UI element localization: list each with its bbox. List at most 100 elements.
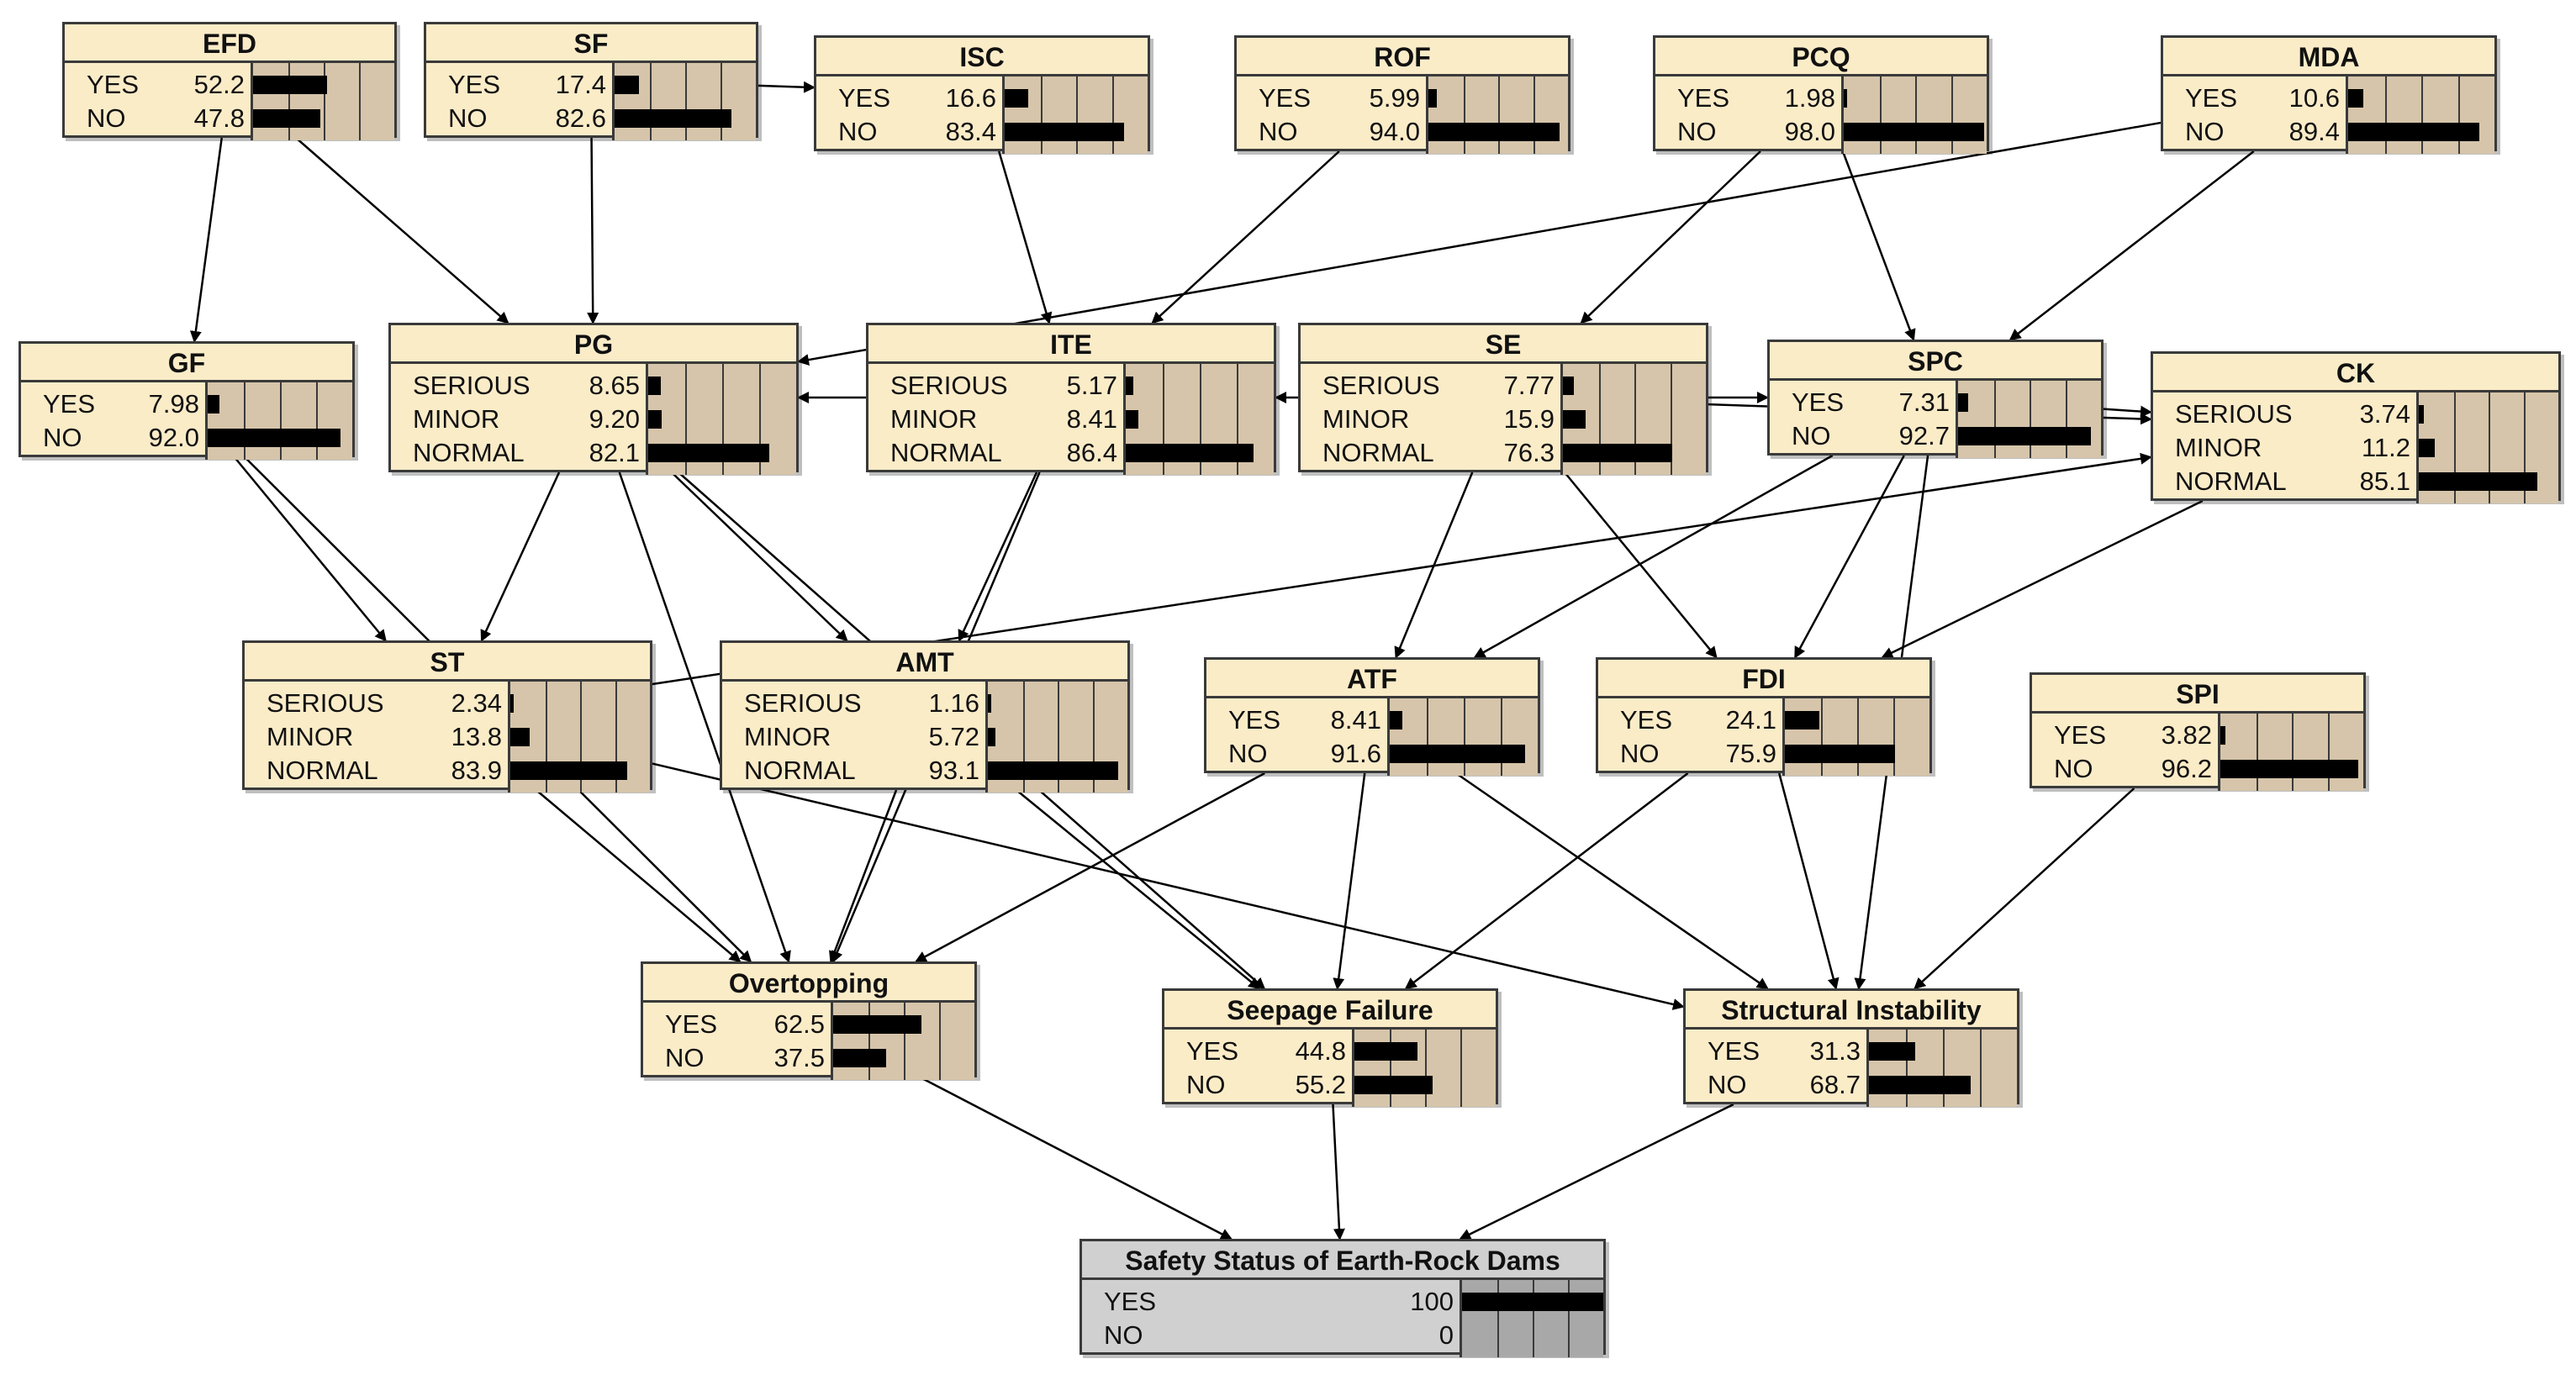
bar-gridline	[1893, 698, 1895, 776]
belief-bar-yes	[1390, 711, 1402, 730]
bar-gridline	[1076, 76, 1078, 154]
belief-bar-yes	[1462, 1293, 1603, 1311]
belief-bar-area	[2346, 76, 2494, 154]
bar-gridline	[580, 682, 582, 793]
belief-bar-normal	[2419, 472, 2537, 491]
state-label: SERIOUS	[267, 688, 384, 718]
bar-gridline	[1390, 1030, 1391, 1107]
state-label: YES	[1708, 1036, 1760, 1066]
state-probability: 7.77	[1503, 371, 1555, 400]
node-title: SE	[1301, 325, 1706, 364]
edge-st-stri	[652, 762, 1685, 1010]
belief-bar-area	[1002, 76, 1148, 154]
edge-spi-stri	[1914, 787, 2135, 990]
edge-sf-pg	[587, 137, 599, 324]
edge-mda-pg	[797, 121, 2162, 366]
state-label: MINOR	[413, 404, 500, 434]
bar-gridline	[2328, 714, 2330, 791]
bar-gridline	[1906, 1030, 1908, 1107]
belief-bar-minor	[2419, 439, 2435, 457]
belief-bar-no	[1844, 123, 1984, 141]
state-label: MINOR	[267, 722, 354, 751]
state-probability: 31.3	[1809, 1036, 1861, 1066]
belief-bar-yes	[833, 1015, 921, 1034]
edge-pcq-spc	[1841, 150, 1916, 341]
state-label: SERIOUS	[744, 688, 862, 718]
edge-stri-safe	[1459, 1103, 1734, 1240]
state-label: YES	[1228, 705, 1281, 735]
bar-gridline	[2257, 714, 2258, 791]
bar-gridline	[1568, 1280, 1570, 1357]
state-probability: 13.8	[451, 722, 502, 751]
state-label: YES	[1620, 705, 1673, 735]
state-label: NO	[1620, 739, 1660, 768]
state-label: MINOR	[2175, 433, 2262, 462]
belief-bar-area	[1352, 1030, 1496, 1107]
state-label: NORMAL	[413, 438, 525, 467]
state-probability: 93.1	[928, 756, 979, 785]
bar-gridline	[2524, 392, 2526, 503]
edge-gf-st	[233, 456, 387, 642]
state-probability: 9.20	[589, 404, 640, 434]
state-label: YES	[838, 83, 891, 113]
belief-bar-serious	[648, 377, 661, 395]
belief-bar-area	[205, 382, 352, 460]
belief-bar-minor	[510, 728, 530, 746]
state-probability: 76.3	[1503, 438, 1555, 467]
state-label: NO	[1792, 421, 1831, 450]
state-probability: 0	[1438, 1320, 1454, 1350]
state-label: SERIOUS	[2175, 399, 2293, 429]
edge-fdi-stri	[1778, 772, 1840, 990]
bar-gridline	[1498, 76, 1500, 154]
bar-gridline	[280, 382, 282, 460]
bar-gridline	[868, 1003, 870, 1080]
state-label: NO	[2054, 754, 2093, 783]
belief-bar-no	[2220, 760, 2358, 778]
bar-gridline	[1460, 1030, 1462, 1107]
bar-gridline	[2458, 76, 2460, 154]
belief-bar-area	[1782, 698, 1929, 776]
state-probability: 37.5	[773, 1043, 825, 1072]
state-probability: 44.8	[1295, 1036, 1346, 1066]
state-label: NO	[1708, 1070, 1747, 1099]
state-label: YES	[1104, 1287, 1157, 1316]
belief-bar-area	[831, 1003, 974, 1080]
state-label: MINOR	[1322, 404, 1410, 434]
edge-amt-seep	[1016, 789, 1261, 990]
state-row-yes: YES 31.3	[1686, 1035, 2017, 1068]
state-label: YES	[1677, 83, 1730, 113]
bar-gridline	[324, 63, 325, 140]
